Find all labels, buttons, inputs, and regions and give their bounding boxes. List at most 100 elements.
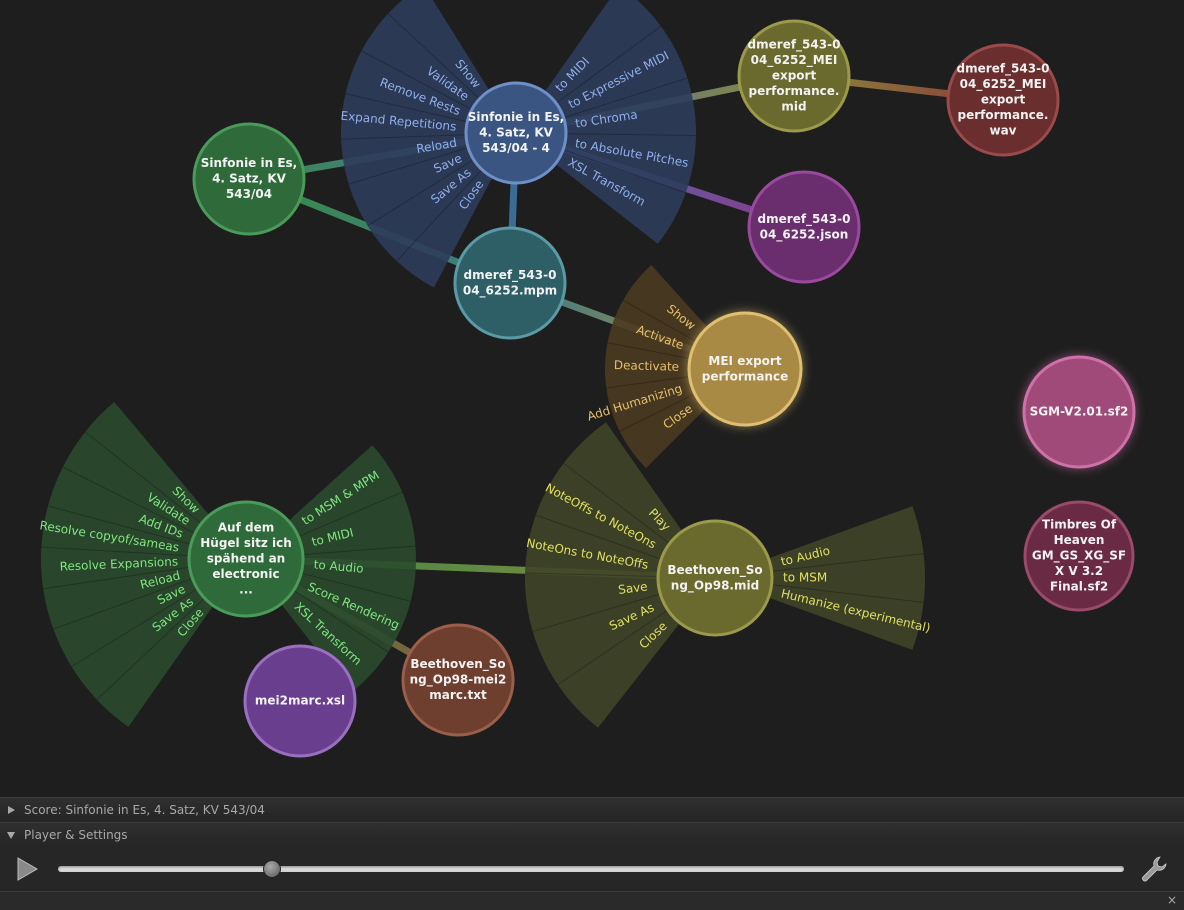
menu-divider — [47, 505, 191, 545]
node-label: 4. Satz, KV — [212, 172, 287, 186]
menu-wedge — [605, 264, 708, 468]
node-wav-export[interactable]: dmeref_543-004_6252_MEIexportperformance… — [946, 43, 1060, 157]
menu-divider — [525, 572, 658, 577]
node-circle[interactable] — [464, 81, 568, 185]
node-label: Beethoven_So — [410, 657, 505, 672]
node-label: Final.sf2 — [1050, 580, 1108, 594]
menu-divider — [302, 572, 411, 602]
node-circle[interactable] — [946, 43, 1060, 157]
play-icon[interactable] — [14, 856, 40, 882]
menu-divider — [562, 149, 686, 194]
node-label: wav — [989, 124, 1016, 138]
menu-item-to-msm[interactable]: to MSM — [783, 571, 827, 585]
node-label: dmeref_543-0 — [464, 268, 557, 283]
menu-divider — [563, 77, 688, 119]
node-mpm[interactable]: dmeref_543-004_6252.mpm — [453, 226, 567, 340]
node-circle[interactable] — [1022, 355, 1136, 469]
node-label: mei2marc.xsl — [255, 694, 345, 708]
player-settings-header[interactable]: Player & Settings — [0, 822, 1184, 847]
node-circle[interactable] — [687, 311, 803, 427]
node-label: Sinfonie in Es, — [468, 110, 564, 124]
menu-divider — [43, 566, 189, 590]
node-label: 543/04 - 4 — [482, 141, 550, 155]
node-circle[interactable] — [1023, 500, 1135, 612]
close-icon[interactable]: × — [1166, 893, 1178, 907]
menu-divider — [361, 50, 473, 110]
node-circle[interactable] — [187, 500, 305, 618]
node-label: export — [772, 69, 817, 83]
node-label: performance — [702, 369, 788, 383]
menu-divider — [341, 134, 467, 140]
menu-divider — [555, 25, 662, 104]
node-label: SGM-V2.01.sf2 — [1030, 405, 1129, 419]
node-label: ng_Op98.mid — [671, 578, 759, 593]
menu-divider — [299, 491, 403, 537]
menu-divider — [84, 431, 201, 524]
node-label: dmeref_543-0 — [758, 212, 851, 227]
node-mid-export[interactable]: dmeref_543-004_6252_MEIexportperformance… — [737, 19, 851, 133]
menu-divider — [41, 546, 189, 557]
menu-wedge — [281, 445, 417, 693]
node-circle[interactable] — [401, 623, 515, 737]
playback-progress-knob[interactable] — [263, 860, 282, 878]
node-label: dmeref_543-0 — [957, 62, 1050, 77]
menu-divider — [563, 462, 670, 544]
menu-divider — [387, 13, 480, 100]
node-sf2a[interactable]: SGM-V2.01.sf2 — [1022, 355, 1136, 469]
score-panel-header[interactable]: Score: Sinfonie in Es, 4. Satz, KV 543/0… — [0, 797, 1184, 822]
node-json[interactable]: dmeref_543-004_6252.json — [747, 170, 861, 284]
menu-divider — [772, 584, 924, 603]
menu-item-resolve-expansions[interactable]: Resolve Expansions — [59, 554, 178, 573]
node-label: MEI export — [708, 354, 781, 368]
wrench-icon[interactable] — [1140, 855, 1168, 883]
node-label: performance. — [749, 84, 840, 98]
node-label: Heaven — [1054, 533, 1105, 547]
playback-progress-track[interactable] — [58, 866, 1124, 872]
expand-arrow-icon[interactable] — [8, 806, 15, 814]
node-label: ... — [239, 583, 253, 597]
menu-item-to-audio[interactable]: to Audio — [313, 557, 364, 575]
node-label: marc.txt — [429, 688, 487, 702]
node-circle[interactable] — [192, 122, 306, 236]
menu-wedge — [41, 401, 213, 727]
node-circle[interactable] — [747, 170, 861, 284]
node-xsl[interactable]: mei2marc.xsl — [243, 644, 357, 758]
menu-item-reload[interactable]: Reload — [415, 136, 458, 157]
menu-wedge — [769, 506, 925, 650]
menu-divider — [607, 342, 691, 359]
node-circle[interactable] — [737, 19, 851, 133]
node-label: 04_6252_MEI — [751, 53, 838, 68]
node-label: mid — [781, 100, 806, 114]
menu-divider — [396, 169, 483, 262]
node-circle[interactable] — [453, 226, 567, 340]
menu-divider — [532, 593, 660, 632]
menu-divider — [348, 147, 469, 185]
node-label: 04_6252.json — [760, 227, 849, 242]
node-circle[interactable] — [656, 519, 774, 637]
node-label: dmeref_543-0 — [748, 38, 841, 53]
menu-divider — [619, 393, 696, 432]
menu-item-deactivate[interactable]: Deactivate — [614, 358, 680, 374]
node-circle[interactable] — [243, 644, 357, 758]
node-label: ng_Op98-mei2 — [410, 673, 507, 688]
status-bar — [0, 891, 1184, 910]
menu-divider — [565, 133, 696, 137]
menu-wedge — [524, 422, 682, 728]
menu-item-save[interactable]: Save — [617, 579, 648, 597]
collapse-arrow-icon[interactable] — [7, 832, 15, 839]
node-label: 04_6252.mpm — [463, 283, 557, 298]
menu-divider — [294, 590, 389, 653]
node-label: Beethoven_So — [667, 563, 762, 578]
